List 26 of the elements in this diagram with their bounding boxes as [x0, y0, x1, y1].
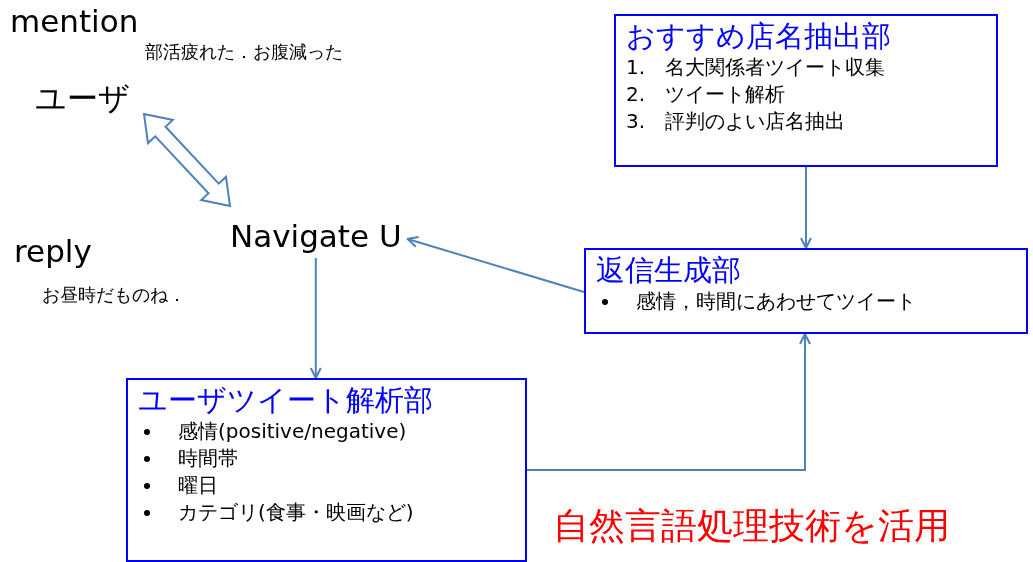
node-label: ユーザ	[35, 79, 130, 118]
process-box	[584, 248, 1028, 334]
list-item: 曜日	[178, 472, 218, 499]
list-item: 1. 名大関係者ツイート収集	[626, 54, 886, 81]
annotation-label: mention	[10, 3, 139, 39]
list-item: 感情(positive/negative)	[178, 418, 407, 445]
list-item: 3. 評判のよい店名抽出	[626, 108, 846, 135]
list-item: 感情，時間にあわせてツイート	[636, 288, 916, 315]
message-text: お昼時だものね．	[42, 283, 186, 307]
box-heading: おすすめ店名抽出部	[626, 18, 891, 54]
box-heading: 返信生成部	[596, 252, 741, 288]
message-text: 部活疲れた．お腹減った	[145, 40, 343, 64]
process-box	[614, 14, 998, 167]
list-item: 時間帯	[178, 445, 238, 472]
box-heading: ユーザツイート解析部	[138, 382, 433, 418]
arrow	[309, 257, 322, 379]
process-box	[126, 378, 527, 562]
arrow	[800, 166, 812, 249]
list-item: カテゴリ(食事・映画など)	[178, 499, 414, 526]
node-label: Navigate U	[230, 218, 402, 254]
arrow	[526, 333, 811, 471]
annotation-label: reply	[14, 233, 92, 269]
list-item: 2. ツイート解析	[626, 81, 786, 108]
arrow	[406, 236, 585, 293]
block-arrow	[142, 112, 232, 208]
highlight-note: 自然言語処理技術を活用	[553, 504, 950, 548]
